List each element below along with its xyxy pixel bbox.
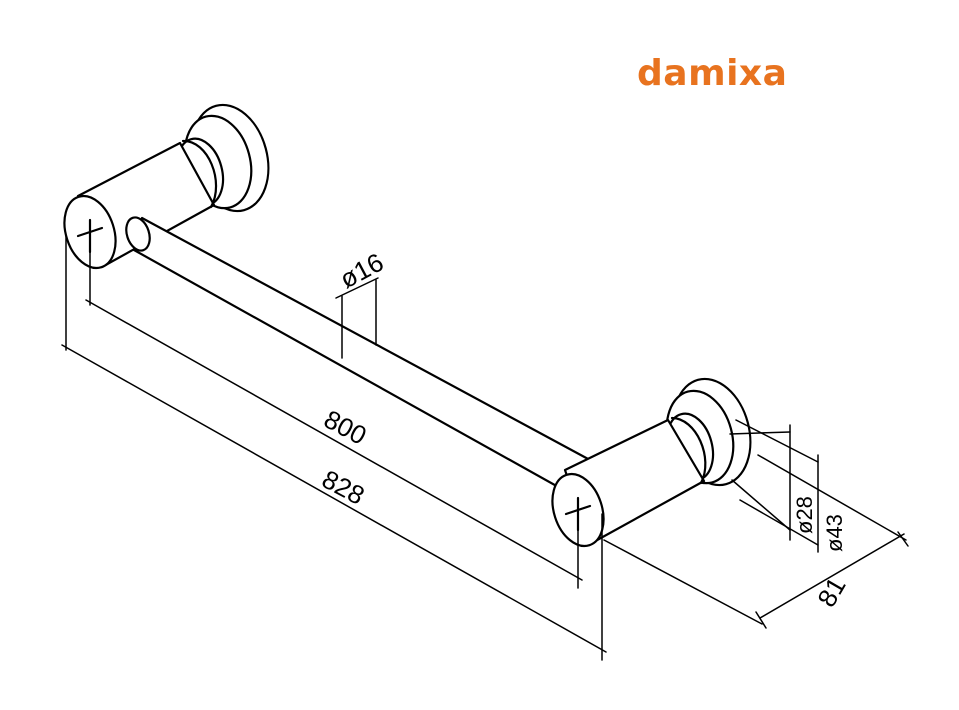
left-wall-mount	[63, 103, 270, 270]
overall-length-label: 828	[317, 464, 369, 511]
dimension-lines	[61, 235, 909, 661]
brand-logo: damixa	[637, 53, 787, 94]
base-diameter-label: ø43	[822, 514, 847, 552]
right-wall-mount	[551, 377, 752, 548]
small-diameter-label: ø28	[792, 496, 817, 534]
inner-length-label: 800	[319, 404, 371, 451]
projection-label: 81	[811, 572, 851, 612]
bar-diameter-label: ø16	[335, 247, 389, 295]
